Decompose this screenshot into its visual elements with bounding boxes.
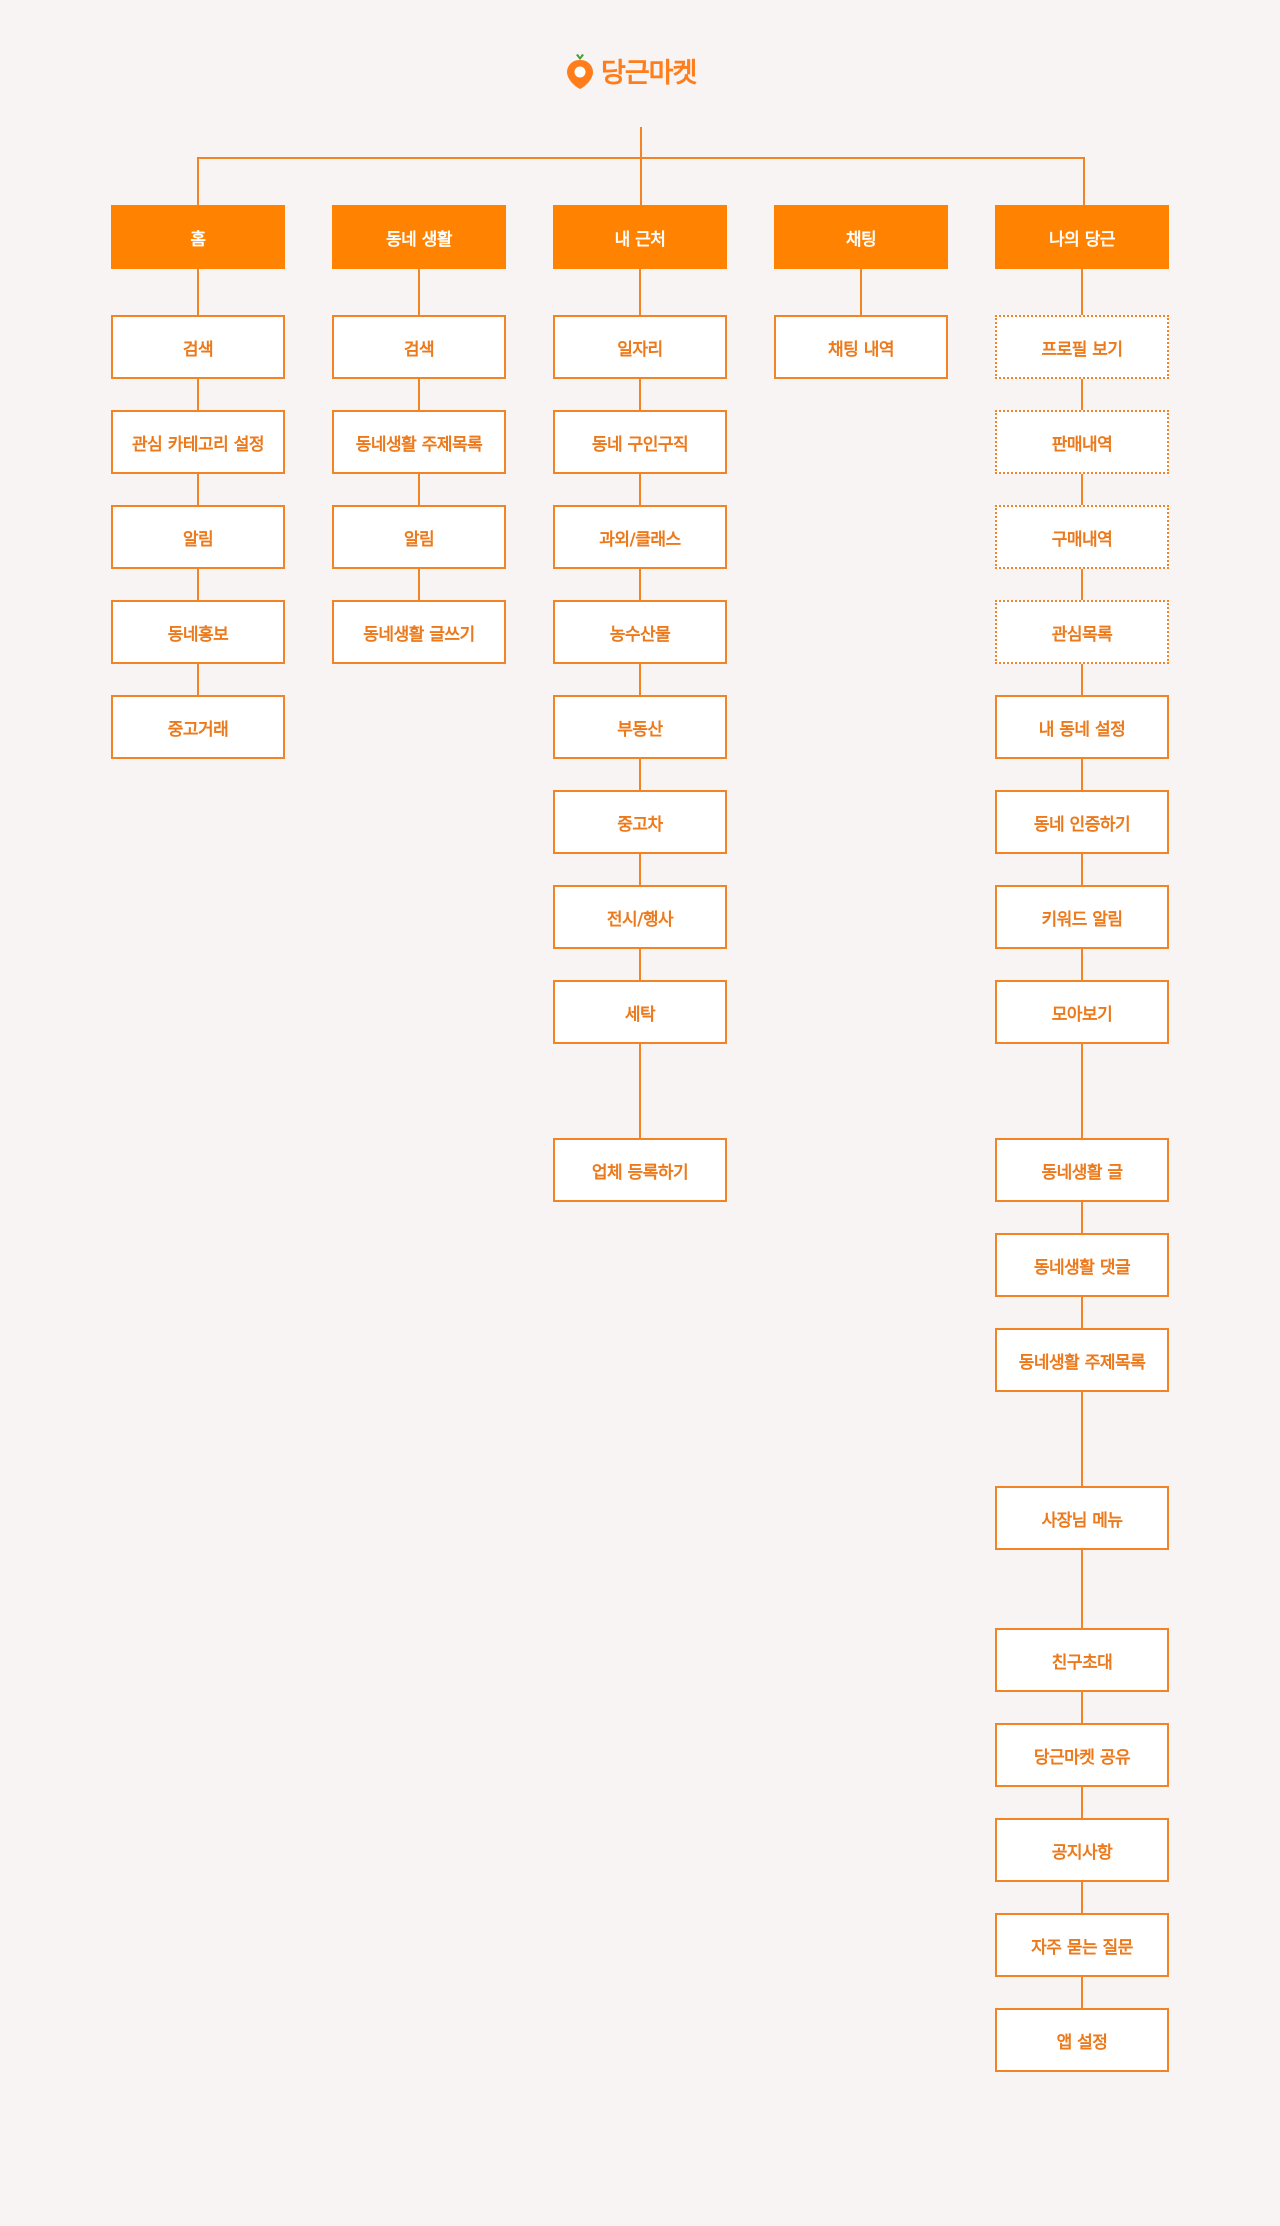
connector-line [1081,269,1083,315]
connector-line [1081,949,1083,980]
connector-line [197,379,199,410]
connector-line [1081,1882,1083,1913]
header-chat: 채팅 [774,205,948,269]
connector-line [1081,1392,1083,1486]
connector-line [197,664,199,695]
connector-line [197,157,199,207]
node-nearby-9: 업체 등록하기 [553,1138,727,1202]
node-my-danggeun-10: 동네생활 댓글 [995,1233,1169,1297]
connector-line [197,269,199,315]
connector-line [1081,379,1083,410]
carrot-icon [567,54,593,89]
connector-line [639,269,641,315]
connector-line [640,127,642,207]
header-home: 홈 [111,205,285,269]
node-nearby-3: 과외/클래스 [553,505,727,569]
brand-name: 당근마켓 [601,57,697,89]
connector-line [639,379,641,410]
node-my-danggeun-9: 동네생활 글 [995,1138,1169,1202]
header-my-danggeun: 나의 당근 [995,205,1169,269]
node-nearby-4: 농수산물 [553,600,727,664]
node-my-danggeun-7: 키워드 알림 [995,885,1169,949]
node-my-danggeun-16: 자주 묻는 질문 [995,1913,1169,1977]
connector-line [418,269,420,315]
connector-line [418,474,420,505]
node-my-danggeun-4: 관심목록 [995,600,1169,664]
connector-line [1081,1692,1083,1723]
node-my-danggeun-11: 동네생활 주제목록 [995,1328,1169,1392]
connector-line [639,474,641,505]
connector-line [639,759,641,790]
node-my-danggeun-13: 친구초대 [995,1628,1169,1692]
header-nearby: 내 근처 [553,205,727,269]
node-my-danggeun-8: 모아보기 [995,980,1169,1044]
node-nearby-6: 중고차 [553,790,727,854]
node-home-3: 알림 [111,505,285,569]
connector-line [1081,1550,1083,1628]
connector-line [418,379,420,410]
node-home-5: 중고거래 [111,695,285,759]
connector-line [1081,664,1083,695]
connector-line [1081,1977,1083,2008]
node-my-danggeun-5: 내 동네 설정 [995,695,1169,759]
connector-line [860,269,862,315]
node-neighborhood-life-1: 검색 [332,315,506,379]
connector-line [1083,157,1085,207]
node-my-danggeun-17: 앱 설정 [995,2008,1169,2072]
node-nearby-2: 동네 구인구직 [553,410,727,474]
connector-line [197,474,199,505]
connector-line [1081,569,1083,600]
node-my-danggeun-15: 공지사항 [995,1818,1169,1882]
node-neighborhood-life-2: 동네생활 주제목록 [332,410,506,474]
connector-line [639,949,641,980]
node-home-4: 동네홍보 [111,600,285,664]
node-neighborhood-life-3: 알림 [332,505,506,569]
node-my-danggeun-12: 사장님 메뉴 [995,1486,1169,1550]
connector-line [639,569,641,600]
node-nearby-7: 전시/행사 [553,885,727,949]
node-chat-1: 채팅 내역 [774,315,948,379]
connector-line [1081,1202,1083,1233]
connector-line [418,569,420,600]
node-nearby-5: 부동산 [553,695,727,759]
node-my-danggeun-1: 프로필 보기 [995,315,1169,379]
node-my-danggeun-6: 동네 인증하기 [995,790,1169,854]
connector-line [1081,1044,1083,1138]
connector-line [1081,759,1083,790]
node-home-1: 검색 [111,315,285,379]
connector-line [1081,1787,1083,1818]
brand-logo: 당근마켓 [565,48,697,92]
node-my-danggeun-2: 판매내역 [995,410,1169,474]
connector-line [639,664,641,695]
connector-line [197,157,1085,159]
connector-line [197,569,199,600]
node-nearby-8: 세탁 [553,980,727,1044]
connector-line [639,854,641,885]
node-neighborhood-life-4: 동네생활 글쓰기 [332,600,506,664]
node-my-danggeun-14: 당근마켓 공유 [995,1723,1169,1787]
header-neighborhood-life: 동네 생활 [332,205,506,269]
connector-line [639,1044,641,1138]
node-nearby-1: 일자리 [553,315,727,379]
connector-line [1081,854,1083,885]
connector-line [1081,474,1083,505]
connector-line [1081,1297,1083,1328]
node-my-danggeun-3: 구매내역 [995,505,1169,569]
node-home-2: 관심 카테고리 설정 [111,410,285,474]
